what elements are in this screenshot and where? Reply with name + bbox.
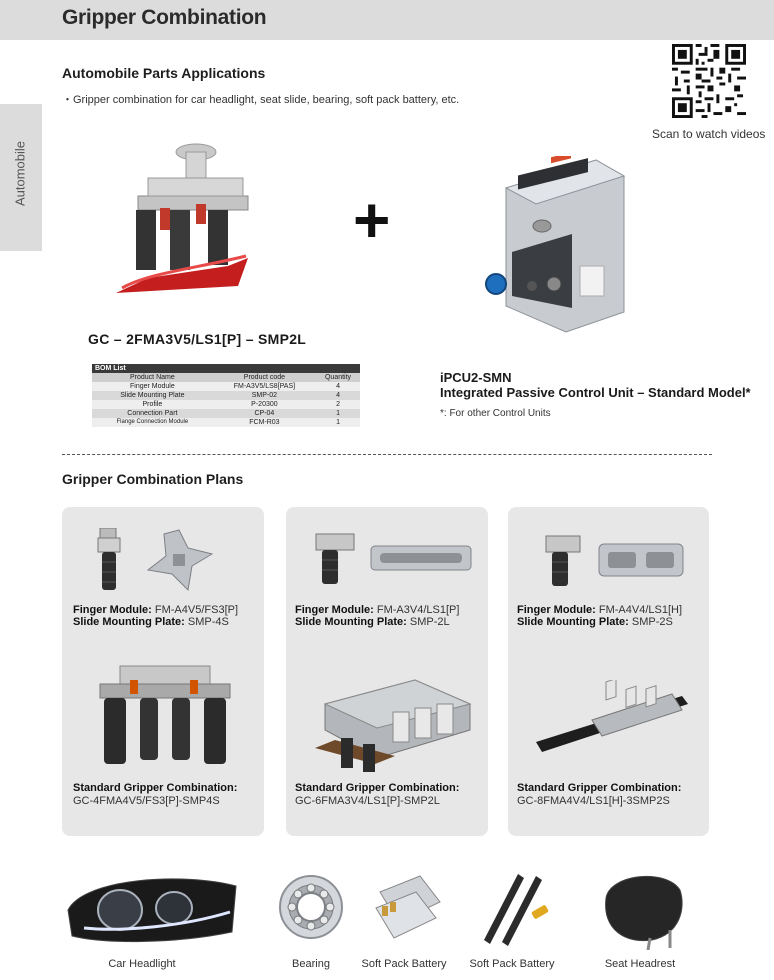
car-headlight-image [67, 878, 237, 943]
bearing-image [279, 875, 343, 939]
control-unit-name: Integrated Passive Control Unit – Standa… [440, 385, 751, 400]
card-std-label-text: Standard Gripper Combination: [517, 782, 682, 794]
card-plate-label: Slide Mounting Plate: [73, 616, 185, 628]
card-finger-line: Finger Module: FM-A4V5/FS3[P] [73, 604, 238, 616]
card-plate-label: Slide Mounting Plate: [295, 616, 407, 628]
card-finger-value: FM-A3V4/LS1[P] [376, 604, 460, 616]
bom-header-product-code: Product code [212, 373, 317, 382]
card-std-value: GC-6FMA3V4/LS1[P]-SMP2L [295, 795, 440, 807]
card-finger-value: FM-A4V4/LS1[H] [598, 604, 683, 616]
card-finger-line: Finger Module: FM-A3V4/LS1[P] [295, 604, 459, 616]
card-std-label-text: Standard Gripper Combination: [73, 782, 238, 794]
bom-cell: 1 [316, 418, 360, 427]
side-tab [0, 104, 42, 251]
bom-cell: 2 [316, 400, 360, 409]
card-std-label: Standard Gripper Combination: [295, 782, 459, 794]
plus-sign: + [353, 184, 391, 256]
card-std-value: GC-8FMA4V4/LS1[H]-3SMP2S [517, 795, 670, 807]
standard-combination-image [99, 665, 231, 764]
applications-heading: Automobile Parts Applications [62, 65, 266, 81]
bom-cell: SMP-02 [212, 391, 317, 400]
card-std-label-text: Standard Gripper Combination: [295, 782, 460, 794]
card-std-label: Standard Gripper Combination: [517, 782, 681, 794]
control-unit-image [485, 156, 626, 333]
card-std-value: GC-4FMA4V5/FS3[P]-SMP4S [73, 795, 220, 807]
card-finger-label: Finger Module: [517, 604, 596, 616]
app-label: Bearing [292, 958, 330, 970]
plans-heading: Gripper Combination Plans [62, 471, 244, 487]
bom-cell: Profile [92, 400, 213, 409]
control-unit-code: iPCU2-SMN [440, 370, 512, 385]
bom-cell: 4 [316, 391, 360, 400]
app-label: Soft Pack Battery [469, 958, 555, 970]
card-plate-value: SMP-2L [409, 616, 450, 628]
gripper-combination-image [116, 143, 249, 293]
standard-combination-image [315, 679, 472, 772]
bom-cell: Flange Connection Module [92, 418, 213, 427]
bom-cell: P-20300 [212, 400, 317, 409]
bom-cell: CP-04 [212, 409, 317, 418]
app-label: Seat Headrest [604, 958, 676, 970]
scan-caption: Scan to watch videos [652, 127, 766, 141]
bom-header-quantity: Quantity [316, 373, 360, 382]
card-plate-label: Slide Mounting Plate: [517, 616, 629, 628]
finger-module-image [97, 528, 121, 590]
card-plate-value: SMP-4S [187, 616, 229, 628]
side-tab-label: Automobile [12, 140, 28, 207]
bom-cell: Connection Part [92, 409, 213, 418]
page-title: Gripper Combination [62, 6, 267, 29]
mounting-plate-image [370, 545, 472, 571]
bom-cell: FM-A3V5/LS8[PAS] [212, 382, 317, 391]
card-finger-label: Finger Module: [295, 604, 374, 616]
bom-row: Finger Module FM-A3V5/LS8[PAS] 4 [92, 382, 360, 391]
qr-code-icon[interactable] [672, 44, 746, 118]
bom-table: BOM List Product Name Product code Quant… [92, 364, 360, 427]
bom-title: BOM List [92, 364, 360, 373]
card-std-label: Standard Gripper Combination: [73, 782, 237, 794]
finger-module-image [315, 533, 355, 584]
card-plate-line: Slide Mounting Plate: SMP-2S [517, 616, 673, 628]
bom-cell: 4 [316, 382, 360, 391]
standard-combination-image [536, 680, 688, 752]
finger-module-image [545, 535, 581, 586]
combination-model-code: GC – 2FMA3V5/LS1[P] – SMP2L [88, 331, 307, 347]
bom-row: Profile P-20300 2 [92, 400, 360, 409]
bom-cell: FCM-R03 [212, 418, 317, 427]
bom-header-product-name: Product Name [92, 373, 213, 382]
card-finger-label: Finger Module: [73, 604, 152, 616]
bom-row: Connection Part CP-04 1 [92, 409, 360, 418]
section-divider [62, 454, 712, 455]
mounting-plate-image [598, 543, 684, 577]
card-plate-line: Slide Mounting Plate: SMP-4S [73, 616, 229, 628]
card-plate-line: Slide Mounting Plate: SMP-2L [295, 616, 450, 628]
bom-cell: Finger Module [92, 382, 213, 391]
bom-row: Slide Mounting Plate SMP-02 4 [92, 391, 360, 400]
app-label: Soft Pack Battery [361, 958, 447, 970]
header-bar [0, 0, 774, 40]
card-finger-line: Finger Module: FM-A4V4/LS1[H] [517, 604, 682, 616]
app-label: Car Headlight [108, 958, 176, 970]
bom-cell: Slide Mounting Plate [92, 391, 213, 400]
soft-pack-battery-image [375, 875, 441, 939]
bom-cell: 1 [316, 409, 360, 418]
seat-headrest-image [605, 875, 683, 950]
card-plate-value: SMP-2S [631, 616, 673, 628]
bom-row: Flange Connection Module FCM-R03 1 [92, 418, 360, 427]
control-unit-footnote: *: For other Control Units [440, 408, 551, 419]
card-finger-value: FM-A4V5/FS3[P] [154, 604, 239, 616]
mounting-plate-image [146, 529, 214, 592]
seat-slide-image [484, 874, 549, 946]
applications-bullet: ・Gripper combination for car headlight, … [62, 94, 460, 106]
